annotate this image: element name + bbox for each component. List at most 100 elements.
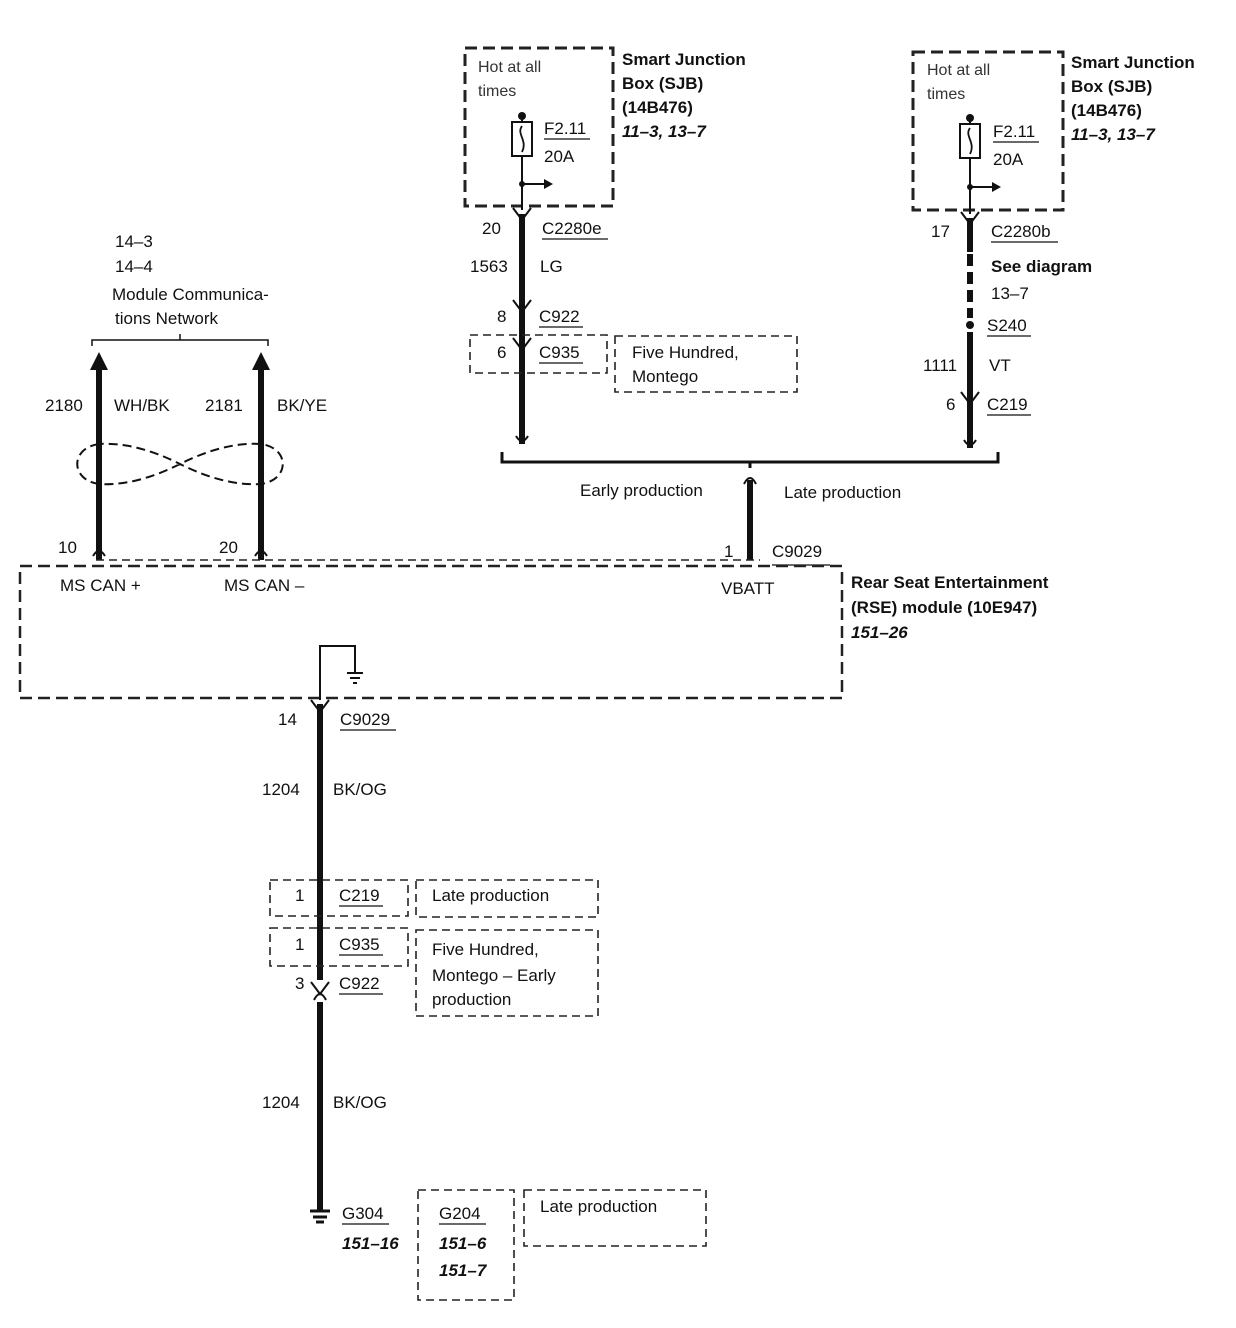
pin-c219-gnd: 1	[295, 886, 304, 905]
circuit-1204-upper-number: 1204	[262, 780, 300, 799]
branch-arrow-icon	[992, 182, 1001, 192]
circuit-1204-lower-color: BK/OG	[333, 1093, 387, 1112]
label-ms-can-plus: MS CAN +	[60, 576, 141, 595]
ground-circuit: 14 C9029 1204 BK/OG 1 C219 Late producti…	[262, 699, 707, 1301]
conn-c922-gnd: C922	[339, 974, 380, 993]
g204-note-box	[523, 1189, 707, 1247]
ground-g304: G304	[342, 1204, 384, 1223]
rse-module-box	[18, 564, 844, 700]
c935-gnd-note-line2: Montego – Early	[432, 966, 556, 985]
sjb-right-title-line1: Smart Junction	[1071, 53, 1195, 72]
sjb-left-title-line2: Box (SJB)	[622, 74, 703, 93]
sjb-right-box	[911, 50, 1065, 212]
ground-g304-ref: 151–16	[342, 1234, 399, 1253]
conn-c2280b: C2280b	[991, 222, 1051, 241]
pin-c9029-gnd: 14	[278, 710, 297, 729]
rse-title-line2: (RSE) module (10E947)	[851, 598, 1037, 617]
c935-gnd-note-box	[415, 929, 599, 1017]
network-title-line1: Module Communica-	[112, 285, 269, 304]
production-bracket: Early production Late production	[500, 452, 1000, 560]
twisted-pair-icon	[76, 442, 284, 486]
pin-c2280e: 20	[482, 219, 501, 238]
ground-icon	[310, 1209, 330, 1224]
sjb-right-hot-line2: times	[927, 86, 965, 103]
c219-option-box	[269, 879, 409, 917]
c935-gnd-option-box	[269, 927, 409, 967]
rse-title-line1: Rear Seat Entertainment	[851, 573, 1049, 592]
circuit-1111-number: 1111	[923, 356, 957, 375]
pin-20: 20	[219, 538, 238, 557]
pin-c922: 8	[497, 307, 506, 326]
sjb-left-hot-line1: Hot at all	[478, 59, 541, 76]
c935-note-line2: Montego	[632, 367, 698, 386]
sjb-right-title-line2: Box (SJB)	[1071, 77, 1152, 96]
ground-g204-ref1: 151–6	[439, 1234, 487, 1253]
ground-g204-ref2: 151–7	[439, 1261, 488, 1280]
arrow-up-icon	[252, 352, 270, 370]
circuit-1563-color: LG	[540, 257, 563, 276]
conn-c9029-gnd: C9029	[340, 710, 390, 729]
sjb-right: Hot at all times F2.11 20A Smart Junctio…	[911, 50, 1195, 214]
late-production-label: Late production	[784, 483, 901, 502]
see-diagram-text: See diagram	[991, 257, 1092, 276]
see-diagram-ref: 13–7	[991, 284, 1029, 303]
pin-vbatt: 1	[724, 542, 733, 561]
splice-s240: S240	[987, 316, 1027, 335]
conn-c219: C219	[987, 395, 1028, 414]
pin-c935-gnd: 1	[295, 935, 304, 954]
sjb-left: Hot at all times F2.11 20A Smart Junctio…	[463, 46, 746, 210]
conn-c219-gnd: C219	[339, 886, 380, 905]
sjb-left-box	[463, 46, 615, 208]
internal-ground-trace	[319, 645, 356, 700]
conn-c2280e: C2280e	[542, 219, 602, 238]
network-ref1: 14–3	[115, 232, 153, 251]
sjb-right-title-line3: (14B476)	[1071, 101, 1142, 120]
sjb-right-fuse-rating: 20A	[993, 150, 1024, 169]
c219-note: Late production	[432, 886, 549, 905]
circuit-1204-upper-color: BK/OG	[333, 780, 387, 799]
sjb-right-ref: 11–3, 13–7	[1071, 125, 1156, 144]
pin-c2280b: 17	[931, 222, 950, 241]
rse-ref: 151–26	[851, 623, 908, 642]
ground-g204: G204	[439, 1204, 481, 1223]
ground-icon	[347, 672, 363, 684]
wire-2180-number: 2180	[45, 396, 83, 415]
circuit-1111-color: VT	[989, 356, 1011, 375]
conn-c922: C922	[539, 307, 580, 326]
branch-arrow-icon	[544, 179, 553, 189]
g204-note: Late production	[540, 1197, 657, 1216]
network-ref2: 14–4	[115, 257, 153, 276]
c935-gnd-note-line3: production	[432, 990, 511, 1009]
label-ms-can-minus: MS CAN –	[224, 576, 305, 595]
c219-note-box	[415, 879, 599, 918]
circuit-1563-number: 1563	[470, 257, 508, 276]
sjb-left-ref: 11–3, 13–7	[622, 122, 707, 141]
sjb-left-title-line1: Smart Junction	[622, 50, 746, 69]
sjb-right-fuse-id: F2.11	[993, 122, 1035, 141]
wire-2180-color: WH/BK	[114, 396, 170, 415]
g204-option-box	[417, 1189, 515, 1301]
c935-note-box	[614, 335, 798, 393]
sjb-right-hot-line1: Hot at all	[927, 62, 990, 79]
conn-c9029-top: C9029	[772, 542, 822, 561]
c935-gnd-note-line1: Five Hundred,	[432, 940, 539, 959]
arrow-up-icon	[90, 352, 108, 370]
network-title-line2: tions Network	[115, 309, 218, 328]
pin-c922-gnd: 3	[295, 974, 304, 993]
wire-2181-color: BK/YE	[277, 396, 327, 415]
circuit-1111: 17 C2280b See diagram 13–7 S240 1111 VT …	[923, 211, 1092, 448]
rse-module: 1 C9029 MS CAN + MS CAN – VBATT Rear Sea…	[18, 542, 1049, 700]
sjb-left-hot-line2: times	[478, 83, 516, 100]
circuit-1563: 20 C2280e 1563 LG 8 C922 6 C935 Five Hun…	[469, 207, 798, 444]
early-production-label: Early production	[580, 481, 703, 500]
label-vbatt: VBATT	[721, 579, 775, 598]
wire-2181-number: 2181	[205, 396, 243, 415]
circuit-1204-lower-number: 1204	[262, 1093, 300, 1112]
c935-option-box	[469, 334, 608, 374]
network-bracket	[91, 334, 269, 346]
conn-c935-gnd: C935	[339, 935, 380, 954]
pin-10: 10	[58, 538, 77, 557]
pin-c935: 6	[497, 343, 506, 362]
sjb-left-title-line3: (14B476)	[622, 98, 693, 117]
